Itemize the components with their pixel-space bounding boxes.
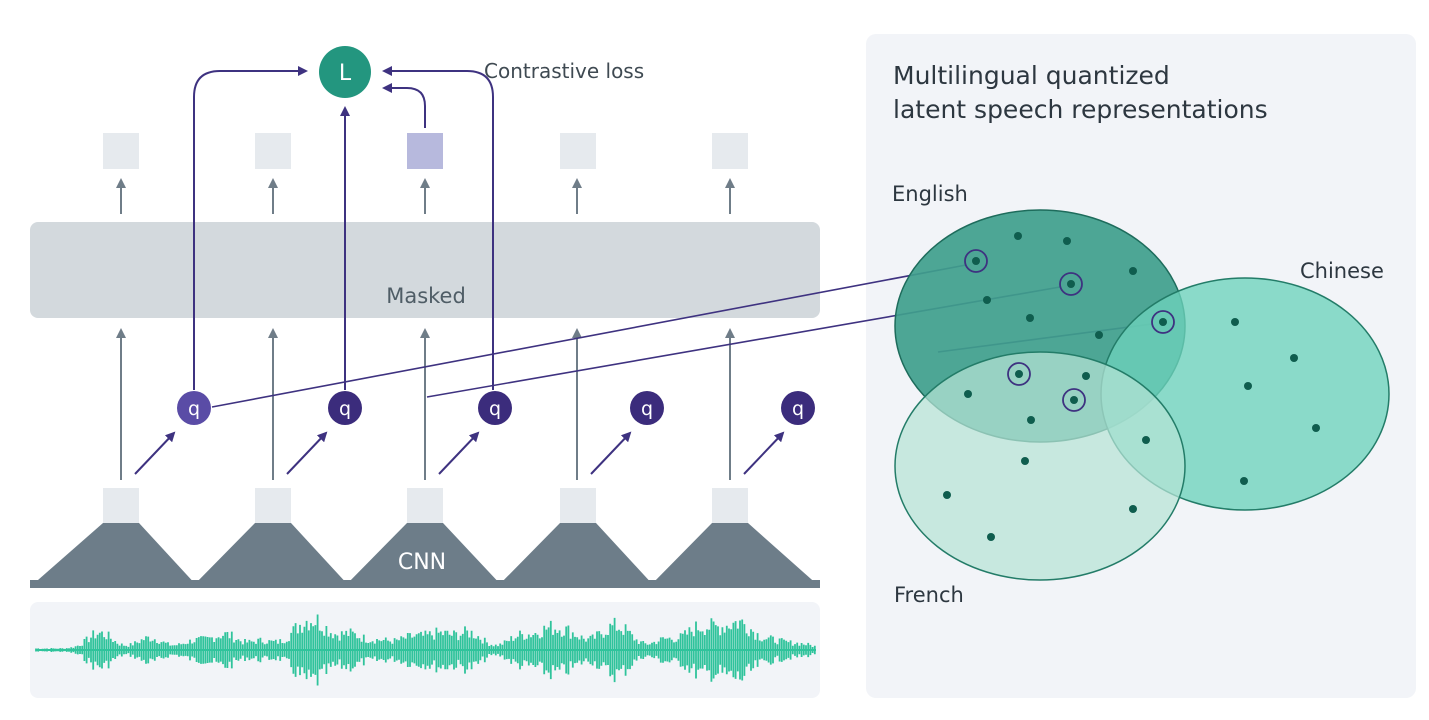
highlighted-dot-5	[1062, 388, 1086, 412]
highlighted-dot-1	[964, 249, 988, 273]
latent-block-5	[712, 488, 748, 523]
cnn-trapezoid-5	[649, 523, 820, 587]
quantizer-node-4: q	[630, 391, 664, 425]
cnn-trapezoid-3	[344, 523, 503, 587]
cnn-label: CNN	[398, 550, 446, 575]
context-block-5	[712, 133, 748, 169]
cnn-trapezoid-1	[30, 523, 198, 587]
quantizer-letter: q	[489, 398, 501, 420]
panel-title-line-2: latent speech representations	[893, 95, 1268, 124]
audio-waveform	[35, 614, 816, 686]
latent-block-2	[255, 488, 291, 523]
masked-transformer-block	[30, 222, 820, 318]
latent-to-transformer-arrows	[116, 328, 735, 480]
latent-feature-blocks	[103, 488, 748, 523]
french-label: French	[894, 583, 964, 607]
loss-letter: L	[339, 61, 352, 86]
masked-label: Masked	[386, 284, 466, 308]
cnn-trapezoid-4	[497, 523, 655, 587]
loss-arrows	[193, 66, 494, 390]
quantizer-node-2: q	[328, 391, 362, 425]
quantizer-letter: q	[792, 398, 804, 420]
contrastive-loss-label: Contrastive loss	[484, 59, 644, 83]
cnn-encoder: CNN	[30, 523, 820, 588]
highlighted-dot-3	[1151, 310, 1175, 334]
context-block-1	[103, 133, 139, 169]
context-block-masked	[407, 133, 443, 169]
context-block-2	[255, 133, 291, 169]
quantizer-node-1: q	[177, 391, 211, 425]
latent-block-1	[103, 488, 139, 523]
transformer-to-context-arrows	[116, 178, 735, 214]
latent-block-4	[560, 488, 596, 523]
latent-to-quantizer-arrows	[134, 431, 785, 475]
chinese-label: Chinese	[1300, 259, 1384, 283]
quantizer-node-5: q	[781, 391, 815, 425]
highlighted-dot-2	[1059, 272, 1083, 296]
panel-title-line-1: Multilingual quantized	[893, 61, 1170, 90]
highlighted-dots	[964, 249, 1175, 412]
contrastive-loss-node: L	[319, 46, 371, 98]
english-label: English	[892, 182, 968, 206]
french-cluster	[894, 351, 1186, 581]
cnn-trapezoid-2	[192, 523, 350, 587]
context-blocks	[103, 133, 748, 169]
highlighted-dot-4	[1007, 362, 1031, 386]
quantizer-letter: q	[641, 398, 653, 420]
quantizer-nodes: q q q q q	[177, 391, 815, 425]
context-block-4	[560, 133, 596, 169]
quantizer-letter: q	[188, 398, 200, 420]
quantizer-letter: q	[339, 398, 351, 420]
quantizer-node-3: q	[478, 391, 512, 425]
representation-dots	[943, 232, 1320, 541]
latent-block-3	[407, 488, 443, 523]
